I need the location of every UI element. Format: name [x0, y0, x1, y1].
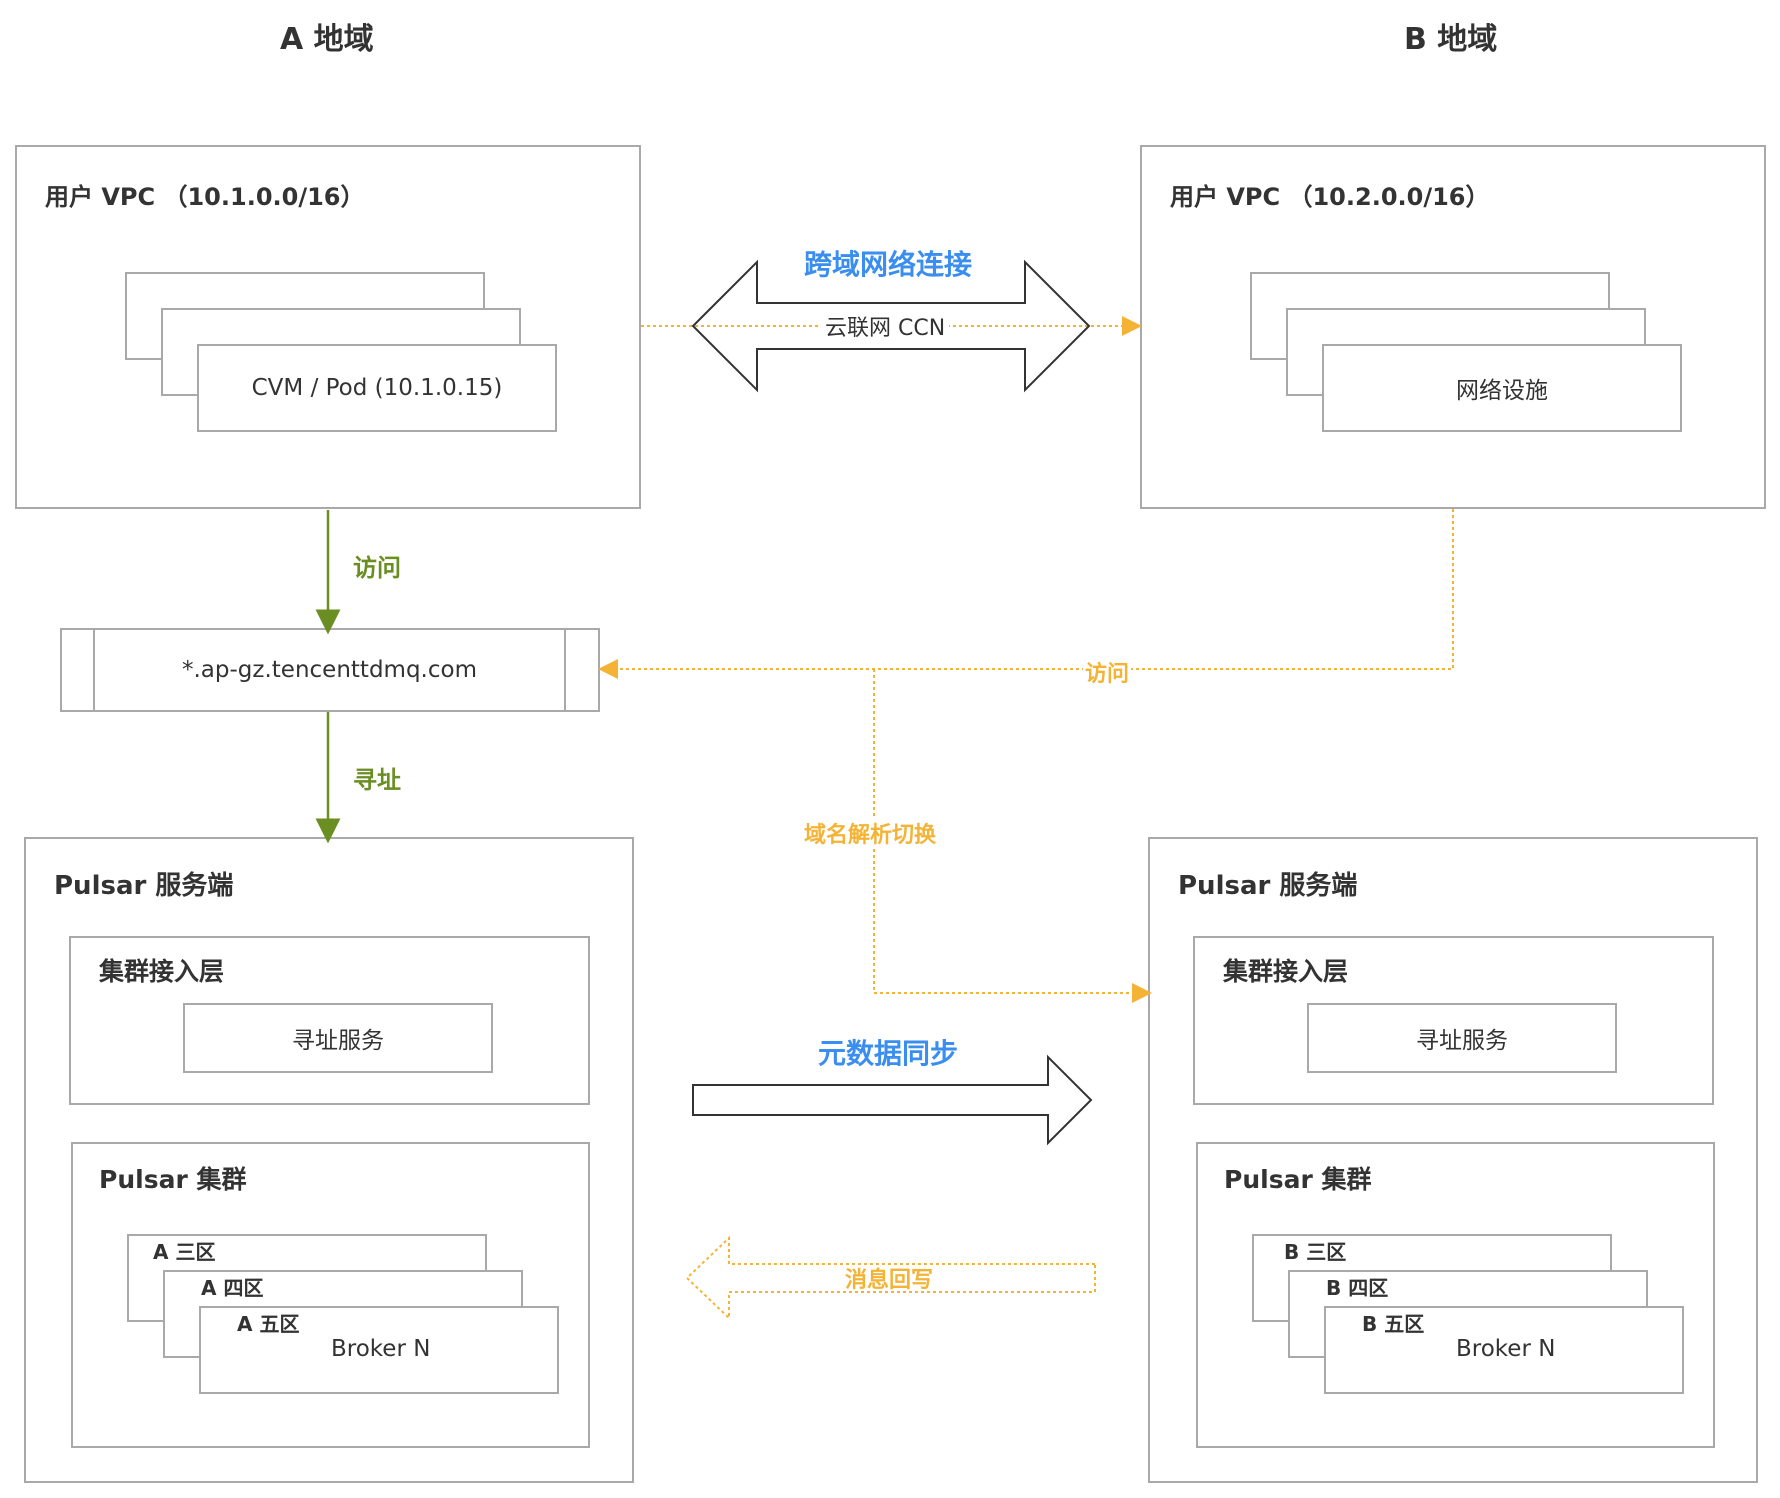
pulsar-b-zone-5: B 五区 Broker N — [1324, 1306, 1684, 1394]
pulsar-a-zone-3-label: A 三区 — [153, 1240, 216, 1264]
pulsar-a-cluster-title: Pulsar 集群 — [99, 1165, 247, 1194]
domain-box-right-divider — [564, 628, 566, 712]
edge-dns-switch — [873, 669, 1152, 1003]
metadata-sync-label: 元数据同步 — [818, 1037, 959, 1070]
domain-box-left-divider — [93, 628, 95, 712]
region-a-title: A 地域 — [280, 22, 374, 57]
pulsar-b-addressing-service-label: 寻址服务 — [1416, 1028, 1508, 1054]
pulsar-a-zone-5-label: A 五区 — [237, 1312, 300, 1336]
ccn-label: 云联网 CCN — [821, 310, 950, 342]
pulsar-b-addressing-service: 寻址服务 — [1307, 1003, 1617, 1073]
dns-switch-label: 域名解析切换 — [802, 817, 939, 849]
pulsar-a-title: Pulsar 服务端 — [54, 871, 234, 901]
pulsar-a-zone-5: A 五区 Broker N — [199, 1306, 559, 1394]
pulsar-a-addressing-service-label: 寻址服务 — [292, 1028, 384, 1054]
vpc-a-box: 用户 VPC （10.1.0.0/16） — [15, 145, 641, 509]
access-b-label: 访问 — [1083, 656, 1132, 688]
pulsar-b-zone-5-label: B 五区 — [1362, 1312, 1425, 1336]
message-writeback-label: 消息回写 — [845, 1268, 934, 1293]
pulsar-a-access-layer-title: 集群接入层 — [99, 957, 225, 986]
pulsar-b-title: Pulsar 服务端 — [1178, 871, 1358, 901]
addressing-label: 寻址 — [353, 766, 401, 794]
region-b-title: B 地域 — [1404, 22, 1498, 57]
vpc-b-title: 用户 VPC （10.2.0.0/16） — [1170, 183, 1490, 211]
vpc-a-title: 用户 VPC （10.1.0.0/16） — [45, 183, 365, 211]
pulsar-b-zone-4-label: B 四区 — [1326, 1276, 1389, 1300]
vpc-a-instance: CVM / Pod (10.1.0.15) — [197, 344, 557, 432]
access-a-label: 访问 — [353, 554, 401, 582]
edge-access-b — [598, 509, 1454, 679]
pulsar-a-addressing-service: 寻址服务 — [183, 1003, 493, 1073]
pulsar-b-access-layer-title: 集群接入层 — [1223, 957, 1349, 986]
pulsar-a-zone-4-label: A 四区 — [201, 1276, 264, 1300]
cross-region-double-arrow — [691, 259, 1091, 393]
pulsar-b-broker-label: Broker N — [1456, 1336, 1556, 1362]
domain-box — [60, 628, 600, 712]
pulsar-b-zone-3-label: B 三区 — [1284, 1240, 1347, 1264]
vpc-b-instance: 网络设施 — [1322, 344, 1682, 432]
pulsar-a-broker-label: Broker N — [331, 1336, 431, 1362]
vpc-b-instance-label: 网络设施 — [1456, 378, 1548, 404]
cross-region-title: 跨域网络连接 — [804, 248, 973, 281]
vpc-a-instance-label: CVM / Pod (10.1.0.15) — [251, 375, 503, 401]
domain-label: *.ap-gz.tencenttdmq.com — [182, 657, 477, 683]
metadata-sync-arrow — [692, 1054, 1093, 1146]
pulsar-b-cluster-title: Pulsar 集群 — [1224, 1165, 1372, 1194]
